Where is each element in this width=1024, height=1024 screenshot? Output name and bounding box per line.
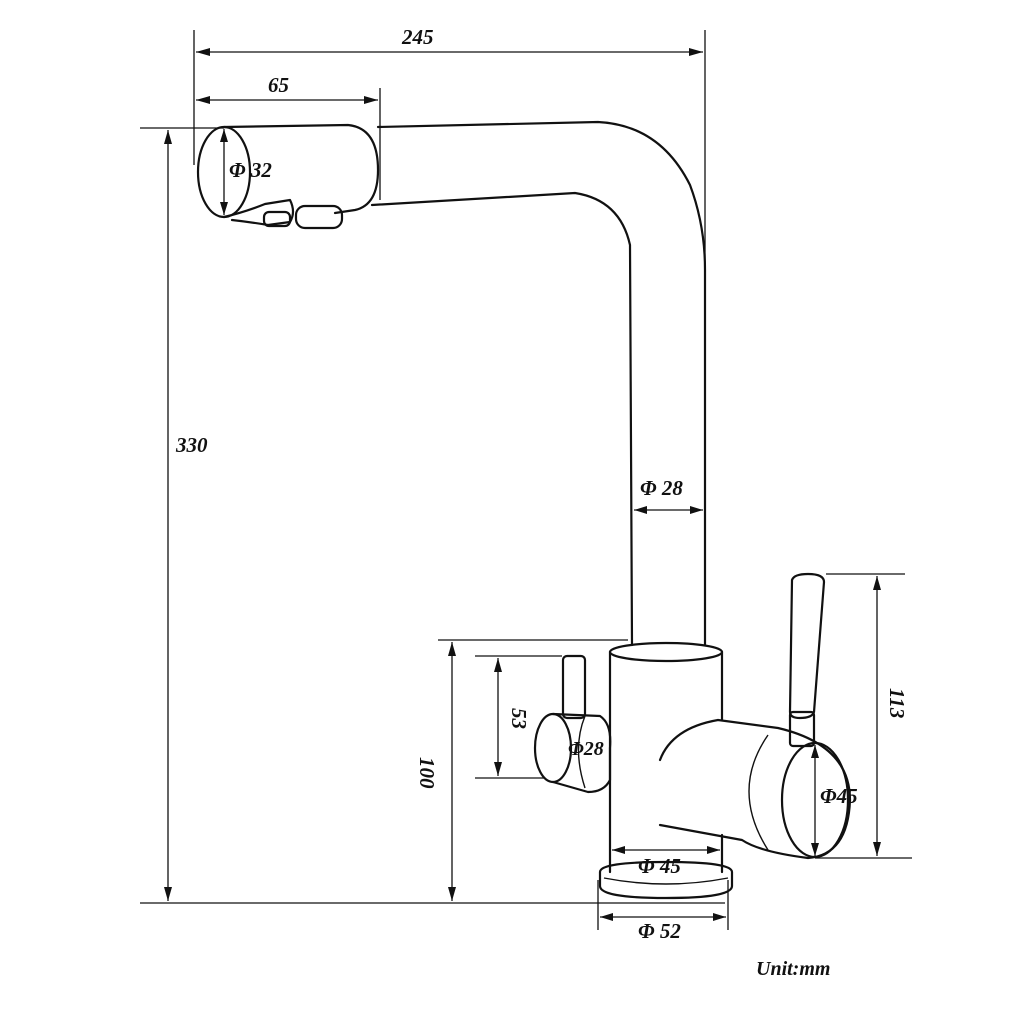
dim-245-arrow-left (196, 48, 210, 56)
large-lever (788, 572, 826, 720)
spout-arm-bottom (370, 191, 634, 647)
label-100: 100 (415, 757, 439, 789)
dimension-labels: 245 65 Φ 32 330 Φ 28 113 53 100 Φ28 Φ45 … (175, 25, 909, 980)
label-phi28-small: Φ28 (568, 738, 604, 760)
spout-outlet-body (222, 123, 380, 215)
large-lever-stem (788, 710, 816, 748)
spray-button-2 (294, 204, 344, 230)
faucet-outline (196, 120, 852, 900)
dim-phi32-arrow-bottom (220, 202, 228, 215)
spout-arm-top (376, 120, 707, 647)
label-53: 53 (507, 708, 531, 729)
label-phi28-pipe: Φ 28 (640, 476, 683, 500)
dim-phi32-arrow-top (220, 129, 228, 142)
unit-note: Unit:mm (756, 958, 830, 980)
spout-outlet-bottom (222, 198, 295, 227)
dim-330-arrow-bottom (164, 887, 172, 901)
label-phi45-side: Φ45 (820, 784, 858, 808)
dimension-lines (140, 30, 912, 930)
dim-phi52-arrow-left (600, 913, 613, 921)
label-phi52: Φ 52 (638, 919, 681, 943)
dim-113-arrow-bottom (873, 842, 881, 856)
dim-65-arrow-right (364, 96, 378, 104)
label-113: 113 (885, 688, 909, 718)
right-body-ring (748, 734, 769, 851)
dim-phi45-side-arrow-top (811, 745, 819, 758)
dim-245-arrow-right (689, 48, 703, 56)
label-phi45-main: Φ 45 (638, 854, 681, 878)
dim-65-arrow-left (196, 96, 210, 104)
dim-100-arrow-bottom (448, 887, 456, 901)
small-body-face (533, 712, 573, 784)
right-body-shell (658, 718, 852, 860)
label-245: 245 (401, 25, 434, 49)
body-top-ring (608, 641, 724, 663)
dim-phi45-main-arrow-left (612, 846, 625, 854)
dim-phi28-arrow-right (690, 506, 703, 514)
dim-53-arrow-bottom (494, 762, 502, 776)
spray-button-1 (262, 210, 292, 228)
dim-53-arrow-top (494, 658, 502, 672)
dim-phi45-side-arrow-bottom (811, 843, 819, 856)
dim-100-arrow-top (448, 642, 456, 656)
label-330: 330 (175, 433, 208, 457)
small-lever (561, 654, 587, 720)
small-body-shell (551, 712, 612, 794)
dim-phi45-main-arrow-right (707, 846, 720, 854)
dim-113-arrow-top (873, 576, 881, 590)
base-flange (598, 860, 734, 900)
label-65: 65 (268, 73, 289, 97)
dim-330-arrow-top (164, 130, 172, 144)
base-flange-ring (603, 877, 729, 885)
small-body-inner (577, 715, 586, 789)
label-phi32: Φ 32 (229, 158, 272, 182)
dim-phi28-arrow-left (634, 506, 647, 514)
dim-phi52-arrow-right (713, 913, 726, 921)
